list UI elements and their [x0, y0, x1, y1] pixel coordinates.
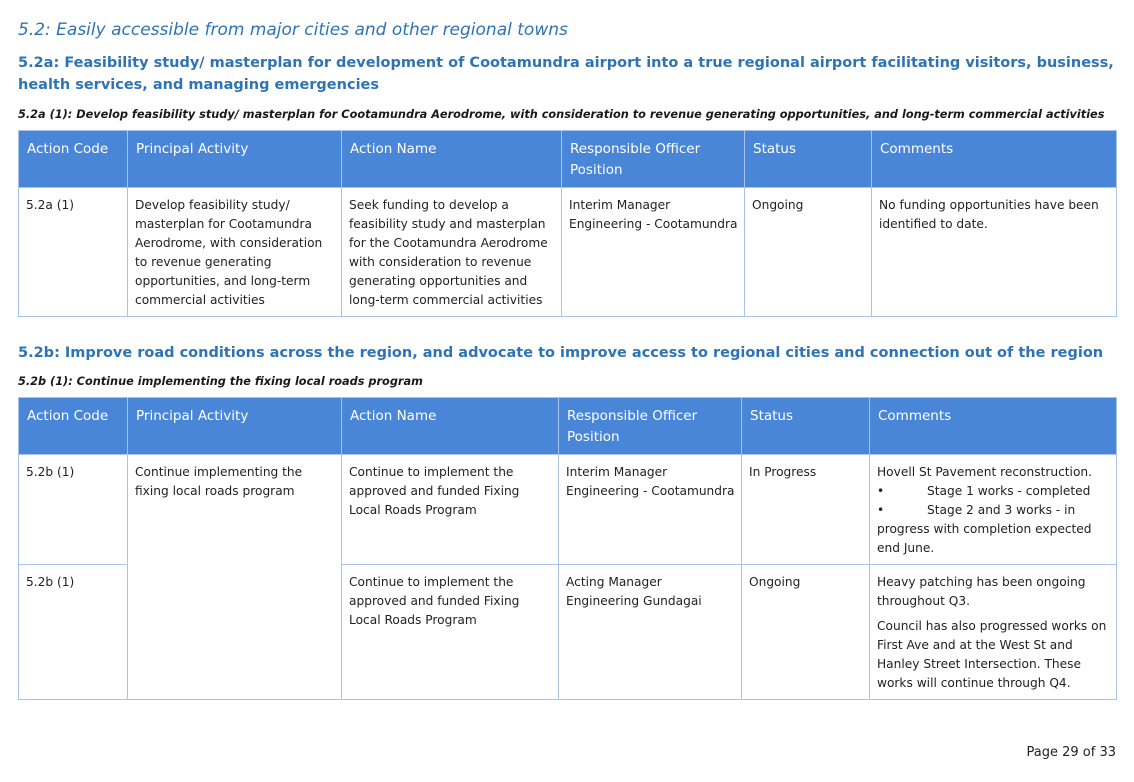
- cell-principal-activity: Continue implementing the fixing local r…: [127, 454, 342, 700]
- cell-action-name: Seek funding to develop a feasibility st…: [341, 187, 562, 317]
- bullet-continuation: progress with completion expected end Ju…: [877, 522, 1092, 555]
- cell-action-code: 5.2b (1): [18, 564, 128, 700]
- cell-action-name: Continue to implement the approved and f…: [341, 454, 559, 565]
- page-number: Page 29 of 33: [1026, 745, 1116, 760]
- cell-comments: Hovell St Pavement reconstruction. • Sta…: [869, 454, 1117, 565]
- table-header-row: Action Code Principal Activity Action Na…: [18, 397, 1117, 455]
- cell-comments: No funding opportunities have been ident…: [871, 187, 1117, 317]
- cell-action-code: 5.2a (1): [18, 187, 128, 317]
- col-action-code: Action Code: [18, 130, 128, 188]
- cell-responsible-officer: Acting Manager Engineering Gundagai: [558, 564, 742, 700]
- table-row: 5.2b (1) Continue to implement the appro…: [18, 564, 1117, 700]
- bullet-text: Stage 1 works - completed: [927, 484, 1091, 498]
- col-comments: Comments: [871, 130, 1117, 188]
- col-responsible-officer: Responsible Officer Position: [558, 397, 742, 455]
- table-5-2b: Action Code Principal Activity Action Na…: [18, 397, 1117, 700]
- cell-comments: Heavy patching has been ongoing througho…: [869, 564, 1117, 700]
- bullet-marker: •: [877, 503, 885, 517]
- cell-status: Ongoing: [744, 187, 872, 317]
- comment-bullet: • Stage 2 and 3 works - in: [877, 501, 1110, 520]
- col-status: Status: [741, 397, 870, 455]
- col-comments: Comments: [869, 397, 1117, 455]
- cell-action-name: Continue to implement the approved and f…: [341, 564, 559, 700]
- table-header-row: Action Code Principal Activity Action Na…: [18, 130, 1117, 188]
- cell-status: Ongoing: [741, 564, 870, 700]
- action-b-heading: 5.2b (1): Continue implementing the fixi…: [18, 375, 423, 388]
- comment-bullet: • Stage 1 works - completed: [877, 482, 1110, 501]
- col-principal-activity: Principal Activity: [127, 130, 342, 188]
- col-action-name: Action Name: [341, 130, 562, 188]
- section-title: 5.2: Easily accessible from major cities…: [18, 20, 568, 40]
- subsection-a-title: 5.2a: Feasibility study/ masterplan for …: [18, 55, 1114, 93]
- col-responsible-officer: Responsible Officer Position: [561, 130, 745, 188]
- col-principal-activity: Principal Activity: [127, 397, 342, 455]
- table-row: 5.2b (1) Continue implementing the fixin…: [18, 454, 1117, 700]
- comment-intro: Hovell St Pavement reconstruction.: [877, 465, 1093, 479]
- cell-responsible-officer: Interim Manager Engineering - Cootamundr…: [558, 454, 742, 565]
- bullet-marker: •: [877, 484, 885, 498]
- cell-responsible-officer: Interim Manager Engineering - Cootamundr…: [561, 187, 745, 317]
- table-5-2a: Action Code Principal Activity Action Na…: [18, 130, 1117, 317]
- table-row: 5.2a (1) Develop feasibility study/ mast…: [18, 187, 1117, 317]
- cell-action-code: 5.2b (1): [18, 454, 128, 565]
- subsection-b-title: 5.2b: Improve road conditions across the…: [18, 345, 1104, 361]
- action-a-heading: 5.2a (1): Develop feasibility study/ mas…: [18, 108, 1105, 121]
- comment-paragraph: Council has also progressed works on Fir…: [877, 619, 1107, 690]
- col-status: Status: [744, 130, 872, 188]
- cell-principal-activity: Develop feasibility study/ masterplan fo…: [127, 187, 342, 317]
- comment-paragraph: Heavy patching has been ongoing througho…: [877, 575, 1086, 608]
- col-action-name: Action Name: [341, 397, 559, 455]
- bullet-text: Stage 2 and 3 works - in: [927, 503, 1076, 517]
- cell-status: In Progress: [741, 454, 870, 565]
- col-action-code: Action Code: [18, 397, 128, 455]
